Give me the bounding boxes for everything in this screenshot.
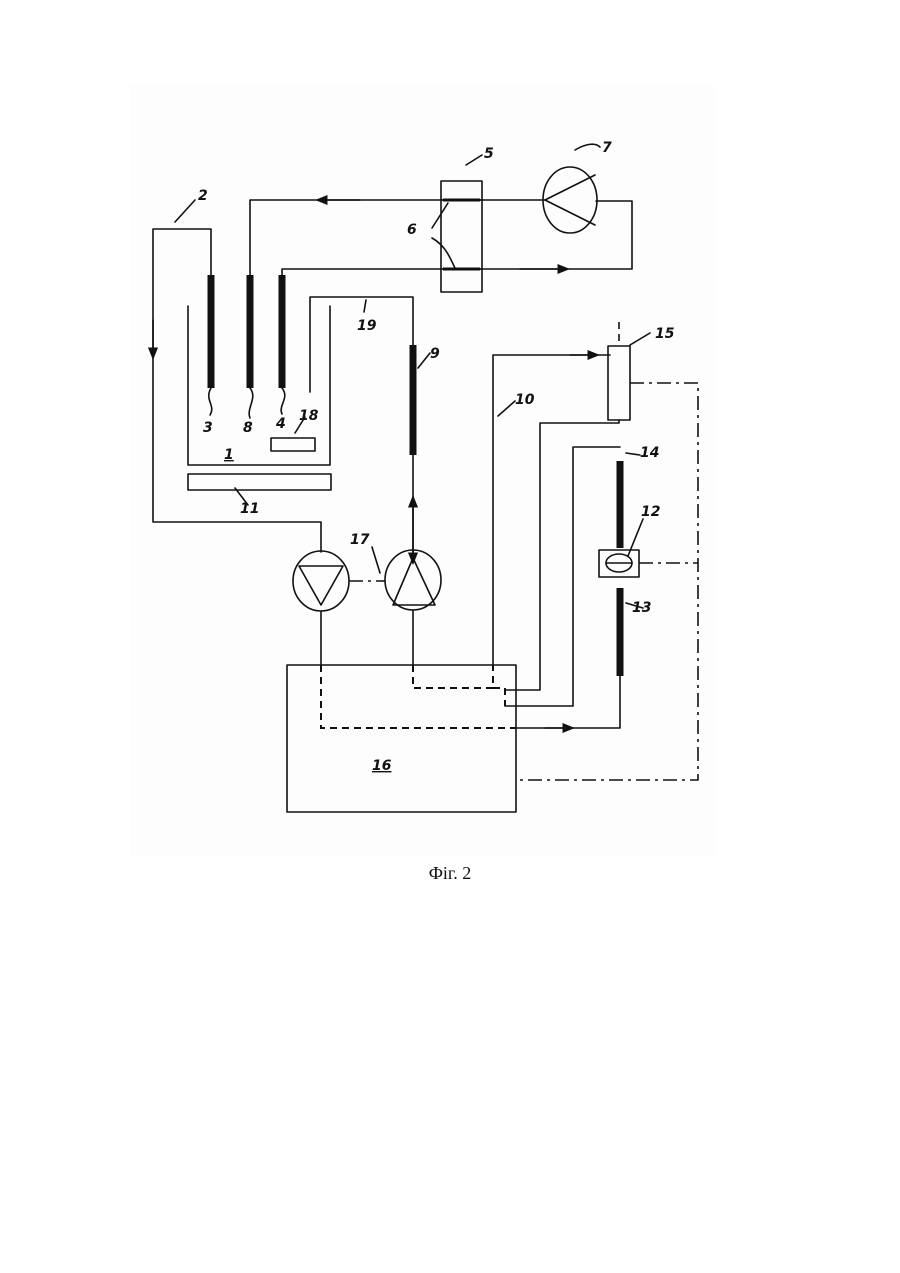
label-10: 10 (515, 392, 535, 408)
label-11: 11 (240, 501, 259, 517)
pump-left (293, 551, 349, 611)
block-18 (271, 438, 315, 451)
label-5: 5 (484, 146, 494, 162)
label-1: 1 (224, 447, 234, 463)
dashed-line-b (321, 665, 516, 728)
label-19: 19 (357, 318, 377, 334)
label-12: 12 (641, 504, 660, 520)
line-2 (153, 229, 321, 552)
label-18: 18 (299, 408, 319, 424)
label-15: 15 (655, 326, 675, 342)
control-line (516, 383, 698, 780)
tube-19 (310, 297, 413, 392)
plate-11 (188, 474, 331, 490)
label-4: 4 (275, 416, 286, 432)
line-10 (493, 355, 610, 665)
label-6: 6 (407, 222, 417, 238)
heat-exchanger-5 (441, 181, 482, 292)
pump-7 (543, 167, 597, 233)
label-13: 13 (632, 600, 651, 616)
upper-loop-feed (282, 201, 632, 275)
label-16: 16 (372, 758, 392, 774)
label-14: 14 (640, 445, 659, 461)
label-7: 7 (602, 140, 612, 156)
label-9: 9 (430, 346, 440, 362)
label-17: 17 (350, 532, 370, 548)
label-3: 3 (203, 420, 213, 436)
label-8: 8 (243, 420, 253, 436)
figure-caption: Фіг. 2 (0, 863, 900, 884)
upper-loop-return (250, 200, 545, 275)
label-2: 2 (198, 188, 208, 204)
reservoir-16 (287, 665, 516, 812)
dashed-line-a (413, 665, 493, 688)
unit-15 (608, 346, 630, 420)
